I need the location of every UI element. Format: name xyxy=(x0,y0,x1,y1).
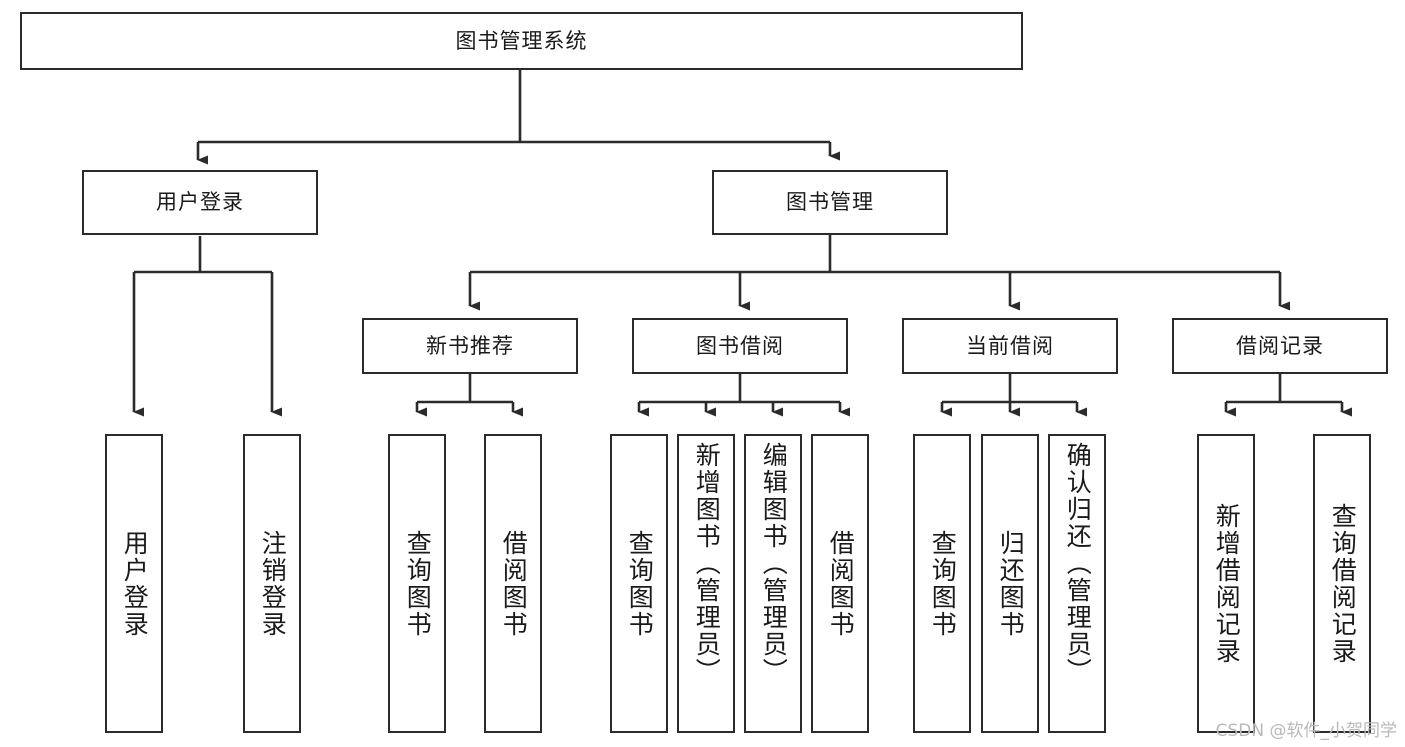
leaf-query-record[interactable]: 查询借阅记录 xyxy=(1313,434,1371,733)
leaf-query-book-1[interactable]: 查询图书 xyxy=(388,434,446,733)
leaf-edit-book-label: 编辑图书（管理员） xyxy=(759,442,789,685)
leaf-confirm-return[interactable]: 确认归还（管理员） xyxy=(1048,434,1106,733)
node-borrow-record[interactable]: 借阅记录 xyxy=(1172,318,1388,374)
leaf-query-book-2[interactable]: 查询图书 xyxy=(610,434,668,733)
leaf-user-login[interactable]: 用户登录 xyxy=(105,434,163,733)
leaf-add-book-label: 新增图书（管理员） xyxy=(692,442,722,685)
leaf-logout[interactable]: 注销登录 xyxy=(243,434,301,733)
node-current-borrow-label: 当前借阅 xyxy=(966,333,1054,358)
leaf-query-record-label: 查询借阅记录 xyxy=(1328,502,1358,665)
node-borrow-record-label: 借阅记录 xyxy=(1236,333,1324,358)
leaf-add-book[interactable]: 新增图书（管理员） xyxy=(677,434,735,733)
node-new-book-rec[interactable]: 新书推荐 xyxy=(362,318,578,374)
node-book-borrow-label: 图书借阅 xyxy=(696,333,784,358)
leaf-borrow-book-2-label: 借阅图书 xyxy=(826,529,856,638)
leaf-confirm-return-label: 确认归还（管理员） xyxy=(1063,442,1093,685)
node-user-login[interactable]: 用户登录 xyxy=(82,170,318,235)
leaf-edit-book[interactable]: 编辑图书（管理员） xyxy=(744,434,802,733)
node-book-borrow[interactable]: 图书借阅 xyxy=(632,318,848,374)
leaf-borrow-book-1[interactable]: 借阅图书 xyxy=(484,434,542,733)
leaf-add-record[interactable]: 新增借阅记录 xyxy=(1197,434,1255,733)
node-book-manage-label: 图书管理 xyxy=(786,190,874,215)
leaf-query-book-3[interactable]: 查询图书 xyxy=(913,434,971,733)
leaf-borrow-book-1-label: 借阅图书 xyxy=(499,529,529,638)
leaf-query-book-1-label: 查询图书 xyxy=(403,529,433,638)
node-root[interactable]: 图书管理系统 xyxy=(20,12,1023,70)
node-new-book-rec-label: 新书推荐 xyxy=(426,333,514,358)
leaf-query-book-3-label: 查询图书 xyxy=(928,529,958,638)
leaf-add-record-label: 新增借阅记录 xyxy=(1212,502,1242,665)
node-current-borrow[interactable]: 当前借阅 xyxy=(902,318,1118,374)
node-user-login-label: 用户登录 xyxy=(156,190,244,215)
csdn-watermark: CSDN @软件_小贺同学 xyxy=(1215,721,1397,741)
leaf-logout-label: 注销登录 xyxy=(258,529,288,638)
leaf-user-login-label: 用户登录 xyxy=(120,529,150,638)
leaf-return-book-label: 归还图书 xyxy=(996,529,1026,638)
node-root-label: 图书管理系统 xyxy=(455,28,588,53)
leaf-return-book[interactable]: 归还图书 xyxy=(981,434,1039,733)
leaf-query-book-2-label: 查询图书 xyxy=(625,529,655,638)
node-book-manage[interactable]: 图书管理 xyxy=(712,170,948,235)
leaf-borrow-book-2[interactable]: 借阅图书 xyxy=(811,434,869,733)
